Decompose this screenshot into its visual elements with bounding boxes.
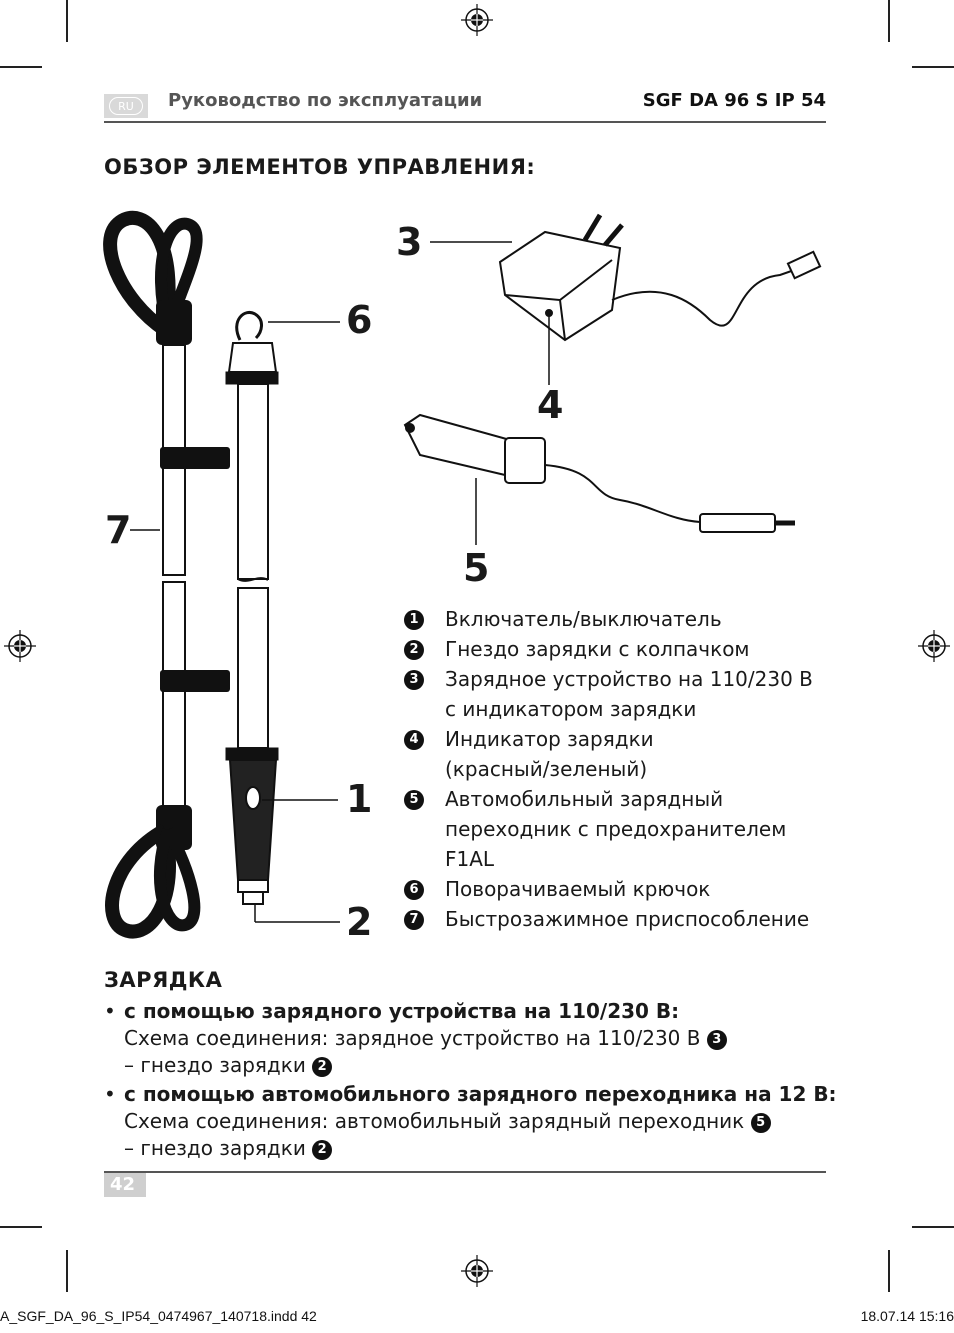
legend-number: 2: [404, 640, 424, 660]
reference-number: 2: [312, 1057, 333, 1077]
connection-text: – гнездо зарядки: [124, 1136, 306, 1160]
crop-mark: [912, 66, 954, 68]
legend-number: 7: [404, 910, 424, 930]
leader-lines: [130, 241, 550, 923]
print-slug-file: A_SGF_DA_96_S_IP54_0474967_140718.indd 4…: [0, 1308, 317, 1324]
legend-item: 4 Индикатор зарядки (красный/зеленый): [400, 724, 745, 784]
legend-number: 4: [404, 730, 424, 750]
charging-item-heading: с помощью автомобильного зарядного перех…: [124, 1082, 837, 1106]
legend-number: 6: [404, 880, 424, 900]
model-name: SGF DA 96 S IP 54: [642, 90, 826, 111]
registration-mark-icon: [4, 630, 36, 662]
legend-item: 1 Включатель/выключатель: [400, 604, 840, 634]
crop-mark: [66, 1250, 68, 1292]
legend-text: Индикатор зарядки (красный/зеленый): [445, 727, 654, 781]
bullet: •: [104, 999, 116, 1023]
reference-number: 3: [706, 1030, 727, 1050]
legend-text: Быстрозажимное приспособление: [445, 907, 810, 931]
product-illustration: [103, 210, 822, 939]
charging-item: • с помощью зарядного устройства на 110/…: [104, 998, 864, 1079]
registration-mark-icon: [461, 4, 493, 36]
manual-title: Руководство по эксплуатации: [168, 90, 483, 111]
connection-scheme-end: – гнездо зарядки 2: [124, 1135, 864, 1162]
legend-text: Поворачиваемый крючок: [445, 877, 711, 901]
page-number: 42: [104, 1173, 146, 1197]
legend-text: Гнездо зарядки с колпачком: [445, 637, 750, 661]
registration-mark-icon: [461, 1255, 493, 1287]
connection-scheme: Схема соединения: автомобильный зарядный…: [124, 1108, 864, 1135]
crop-mark: [912, 1226, 954, 1228]
crop-mark: [0, 66, 42, 68]
connection-scheme: Схема соединения: зарядное устройство на…: [124, 1025, 864, 1052]
legend-number: 3: [404, 670, 424, 690]
charging-item-heading: с помощью зарядного устройства на 110/23…: [124, 999, 680, 1023]
legend-number: 1: [404, 610, 424, 630]
legend-text: Зарядное устройство на 110/230 В с индик…: [445, 667, 813, 721]
legend-item: 7 Быстрозажимное приспособление: [400, 904, 840, 934]
crop-mark: [888, 0, 890, 42]
callout-number: 2: [346, 900, 373, 944]
callout-number: 4: [537, 383, 564, 427]
print-slug-date: 18.07.14 15:16: [860, 1308, 954, 1324]
crop-mark: [888, 1250, 890, 1292]
connection-text: Схема соединения: зарядное устройство на…: [124, 1026, 701, 1050]
language-badge: RU: [109, 97, 143, 115]
legend-item: 5 Автомобильный зарядный переходник с пр…: [400, 784, 805, 874]
mains-charger: [498, 213, 822, 342]
reference-number: 2: [312, 1140, 333, 1160]
bullet: •: [104, 1082, 116, 1106]
legend-item: 3 Зарядное устройство на 110/230 В с инд…: [400, 664, 825, 724]
connection-scheme-end: – гнездо зарядки 2: [124, 1052, 864, 1079]
legend-item: 2 Гнездо зарядки с колпачком: [400, 634, 840, 664]
overview-title: ОБЗОР ЭЛЕМЕНТОВ УПРАВЛЕНИЯ:: [104, 155, 536, 179]
header-rule: [104, 121, 826, 123]
reference-number: 5: [750, 1113, 771, 1133]
connection-text: – гнездо зарядки: [124, 1053, 306, 1077]
connection-text: Схема соединения: автомобильный зарядный…: [124, 1109, 745, 1133]
legend-number: 5: [404, 790, 424, 810]
crop-mark: [0, 1226, 42, 1228]
parts-legend: 1 Включатель/выключатель 2 Гнездо зарядк…: [400, 604, 840, 934]
legend-text: Автомобильный зарядный переходник с пред…: [445, 787, 787, 871]
callout-number: 6: [346, 298, 373, 342]
charging-title: ЗАРЯДКА: [104, 968, 223, 992]
callout-number: 5: [463, 546, 490, 590]
legend-text: Включатель/выключатель: [445, 607, 722, 631]
callout-number: 7: [105, 508, 132, 552]
crop-mark: [66, 0, 68, 42]
registration-mark-icon: [918, 630, 950, 662]
lamp-body: [225, 311, 279, 905]
quick-clamp-strap: [103, 210, 230, 939]
legend-item: 6 Поворачиваемый крючок: [400, 874, 840, 904]
callout-number: 3: [396, 220, 423, 264]
footer-rule: [104, 1171, 826, 1173]
charging-item: • с помощью автомобильного зарядного пер…: [104, 1081, 864, 1162]
callout-number: 1: [346, 777, 373, 821]
car-adapter: [403, 413, 795, 533]
